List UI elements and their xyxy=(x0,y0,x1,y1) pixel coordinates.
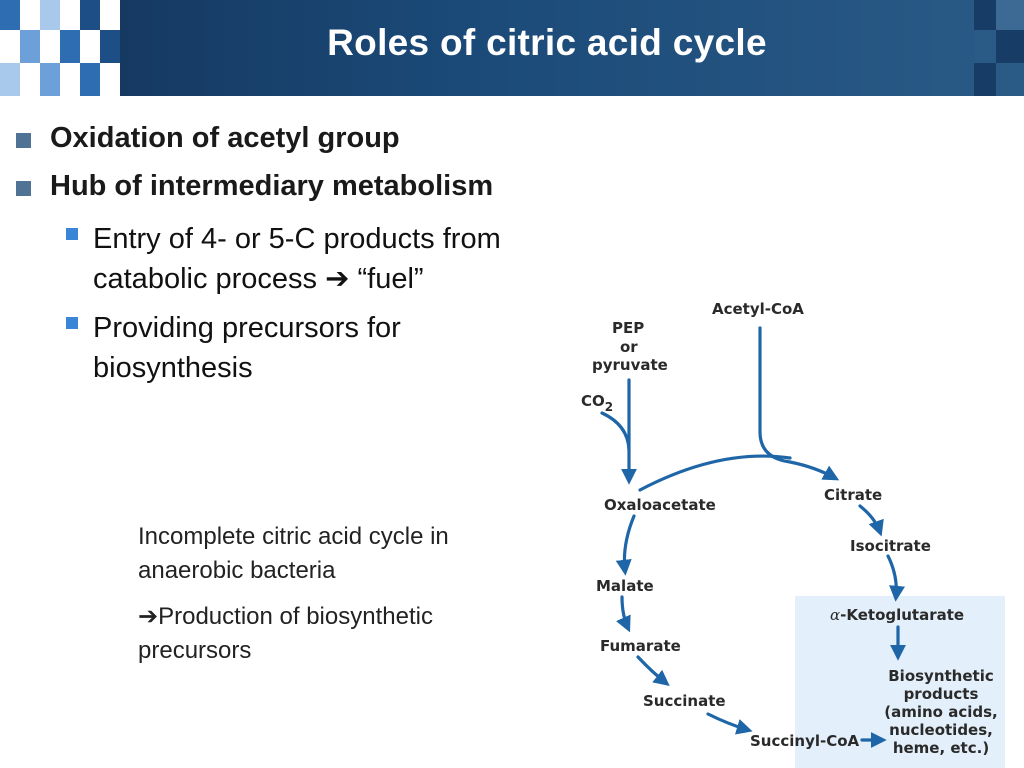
fumarate-succinate-arrow xyxy=(636,655,670,686)
slide-header: Roles of citric acid cycle xyxy=(0,0,1024,96)
arrow-right-icon: ➔ xyxy=(325,263,350,295)
sub-bullet-entry-text: catabolic process xyxy=(93,263,318,295)
bullet-oxidation: Oxidation of acetyl group xyxy=(50,122,400,154)
sub-bullet-precursors-line1: Providing precursors for xyxy=(93,312,401,344)
or-label: or xyxy=(620,338,638,356)
co2-subscript: 2 xyxy=(605,400,613,414)
sub-bullet-entry-fuel: “fuel” xyxy=(357,263,424,295)
bullet-hub: Hub of intermediary metabolism xyxy=(50,170,494,202)
note-line2: anaerobic bacteria xyxy=(138,557,336,584)
biosynthetic-line1: Biosynthetic xyxy=(888,667,994,685)
pyruvate-label: pyruvate xyxy=(592,356,668,374)
page-title: Roles of citric acid cycle xyxy=(327,22,767,63)
malate-fumarate-arrow xyxy=(616,595,631,633)
sub-bullet-entry-line1: Entry of 4- or 5-C products from xyxy=(93,223,501,255)
oxaloacetate-label: Oxaloacetate xyxy=(604,496,716,514)
sub-bullet-marker xyxy=(66,317,78,329)
alpha-symbol: α xyxy=(830,606,840,624)
note-line4: precursors xyxy=(138,637,252,664)
biosynthetic-line2: products xyxy=(904,685,979,703)
succinate-label: Succinate xyxy=(643,692,726,710)
malate-label: Malate xyxy=(596,577,654,595)
anaerobic-note: Incomplete citric acid cycle in anaerobi… xyxy=(138,520,518,668)
citrate-label: Citrate xyxy=(824,486,882,504)
sub-bullet-precursors-line2: biosynthesis xyxy=(93,352,253,384)
biosynthetic-line3: (amino acids, xyxy=(884,703,997,721)
citrate-isocitrate-arrow xyxy=(858,504,884,537)
biosynthetic-products-label: Biosynthetic products (amino acids, nucl… xyxy=(884,667,997,757)
succinyl-coa-label: Succinyl-CoA xyxy=(750,732,860,750)
fumarate-label: Fumarate xyxy=(600,637,681,655)
biosynthesis-highlight-box xyxy=(795,596,1005,768)
acetyl-coa-label: Acetyl-CoA xyxy=(712,300,804,318)
checker-pattern-right xyxy=(974,0,1024,96)
cycle-arc-top xyxy=(638,454,792,492)
isocitrate-label: Isocitrate xyxy=(850,537,931,555)
sub-bullet-precursors: Providing precursors for biosynthesis xyxy=(93,308,593,388)
succinate-succinylcoa-arrow xyxy=(706,712,753,735)
acetyl-coa-arrow xyxy=(758,326,840,481)
bullet-marker xyxy=(16,181,31,196)
note-line3-text: Production of biosynthetic xyxy=(158,603,433,630)
isocitrate-akg-arrow xyxy=(886,554,906,602)
biosynthetic-line4: nucleotides, xyxy=(889,721,993,739)
co2-label: CO2 xyxy=(581,392,613,414)
arrow-right-icon: ➔ xyxy=(138,603,159,630)
pep-label: PEP xyxy=(612,319,644,337)
sub-bullet-entry: Entry of 4- or 5-C products from catabol… xyxy=(93,219,593,299)
ketoglutarate-text: -Ketoglutarate xyxy=(840,606,964,624)
co2-text: CO xyxy=(581,392,605,410)
sub-bullet-marker xyxy=(66,228,78,240)
bullet-marker xyxy=(16,133,31,148)
sub-bullet-entry-line2: catabolic process ➔ “fuel” xyxy=(93,259,593,299)
co2-arrow xyxy=(600,411,631,452)
checker-pattern-left xyxy=(0,0,120,96)
note-line3: ➔Production of biosynthetic xyxy=(138,600,518,634)
alpha-ketoglutarate-label: α-Ketoglutarate xyxy=(830,606,964,624)
oxaloacetate-malate-arrow xyxy=(615,514,636,576)
note-line1: Incomplete citric acid cycle in xyxy=(138,523,449,550)
biosynthetic-line5: heme, etc.) xyxy=(893,739,989,757)
